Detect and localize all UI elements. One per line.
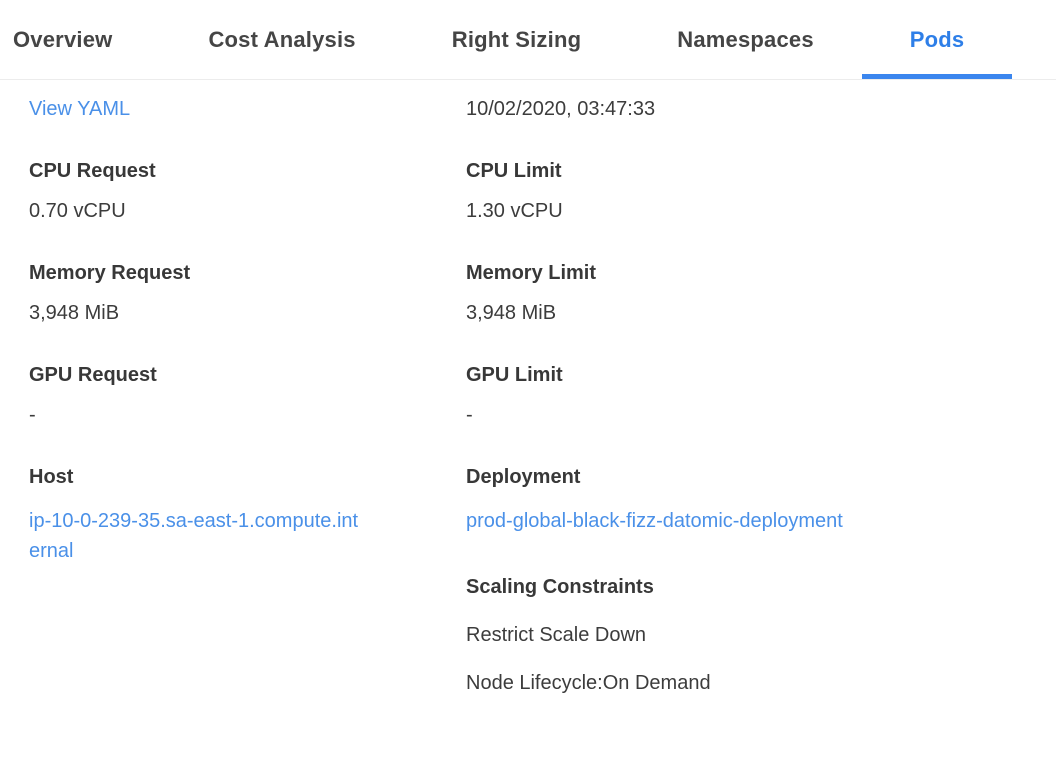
field-label: Scaling Constraints	[466, 576, 654, 598]
field-label: GPU Limit	[466, 364, 563, 386]
field-scaling-constraints: Scaling Constraints Restrict Scale Down …	[466, 576, 1056, 694]
field-label: CPU Limit	[466, 160, 562, 182]
field-label: Memory Request	[29, 262, 191, 284]
scaling-constraint-node-lifecycle: Node Lifecycle:On Demand	[466, 672, 711, 694]
field-value: -	[29, 404, 36, 426]
tab-pods[interactable]: Pods	[861, 0, 1013, 79]
view-yaml-link[interactable]: View YAML	[29, 98, 131, 120]
tab-overview[interactable]: Overview	[13, 26, 113, 52]
field-cpu-request: CPU Request 0.70 vCPU	[29, 160, 466, 222]
tab-right-sizing[interactable]: Right Sizing	[451, 26, 582, 52]
details-right-column: 10/02/2020, 03:47:33 CPU Limit 1.30 vCPU…	[466, 98, 1056, 734]
deployment-link[interactable]: prod-global-black-fizz-datomic-deploymen…	[466, 510, 843, 532]
tab-namespaces[interactable]: Namespaces	[677, 26, 814, 52]
scaling-constraint-restrict-scale-down: Restrict Scale Down	[466, 624, 647, 646]
field-label: GPU Request	[29, 364, 157, 386]
field-cpu-limit: CPU Limit 1.30 vCPU	[466, 160, 1056, 222]
field-value: -	[466, 404, 473, 426]
field-value: 0.70 vCPU	[29, 200, 126, 222]
tab-cost-analysis[interactable]: Cost Analysis	[208, 26, 356, 52]
field-label: Deployment	[466, 466, 581, 488]
field-deployment: Deployment prod-global-black-fizz-datomi…	[466, 466, 1056, 536]
pod-details-panel: View YAML CPU Request 0.70 vCPU Memory R…	[0, 80, 1056, 734]
field-value: 1.30 vCPU	[466, 200, 563, 222]
field-memory-limit: Memory Limit 3,948 MiB	[466, 262, 1056, 324]
field-gpu-request: GPU Request -	[29, 364, 466, 426]
field-value: 3,948 MiB	[29, 302, 120, 324]
field-value: 3,948 MiB	[466, 302, 557, 324]
timestamp: 10/02/2020, 03:47:33	[466, 98, 656, 120]
field-label: Memory Limit	[466, 262, 597, 284]
field-host: Host ip-10-0-239-35.sa-east-1.compute.in…	[29, 466, 466, 566]
details-left-column: View YAML CPU Request 0.70 vCPU Memory R…	[29, 98, 466, 606]
field-memory-request: Memory Request 3,948 MiB	[29, 262, 466, 324]
tab-bar: Overview Cost Analysis Right Sizing Name…	[0, 0, 1056, 80]
field-gpu-limit: GPU Limit -	[466, 364, 1056, 426]
host-link[interactable]: ip-10-0-239-35.sa-east-1.compute.interna…	[29, 510, 359, 562]
field-label: CPU Request	[29, 160, 156, 182]
field-label: Host	[29, 466, 74, 488]
